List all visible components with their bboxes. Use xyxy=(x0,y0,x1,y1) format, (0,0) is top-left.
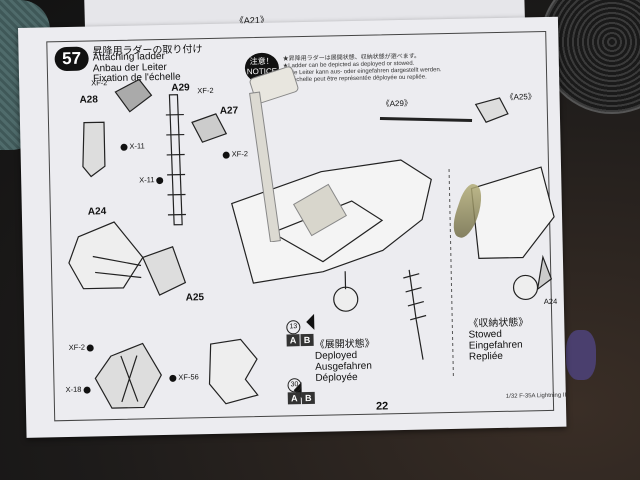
step-number-badge: 57 xyxy=(54,46,89,72)
stowed-labels: 《収納状態》 Stowed Eingefahren Repliée xyxy=(468,317,529,363)
label-a29-ref: 《A29》 xyxy=(381,98,412,109)
label-a28: A28 xyxy=(79,94,98,106)
dashed-divider xyxy=(448,168,454,379)
deployed-ladder xyxy=(408,269,424,360)
page-footer: 1/32 F-35A Lightning II xyxy=(505,392,567,400)
part-a25 xyxy=(142,246,187,296)
page-number: 22 xyxy=(375,400,389,413)
label-a24: A24 xyxy=(87,206,107,218)
label-a25: A25 xyxy=(185,292,205,304)
part-a28-side xyxy=(82,121,106,178)
paint-xf2-d: XF-2 xyxy=(69,342,96,352)
landing-wheel-2 xyxy=(512,274,539,301)
paint-x11-b: X-11 xyxy=(139,175,165,184)
label-a24-small: A24 xyxy=(543,296,558,307)
part-a24 xyxy=(68,221,144,290)
landing-wheel xyxy=(333,286,359,312)
paint-xf2-b: XF-2 xyxy=(197,85,214,96)
paint-x18: X-18 xyxy=(65,385,92,394)
stowed-view xyxy=(470,166,555,260)
plastic-ladder-part xyxy=(249,66,348,242)
part-a25-ref xyxy=(474,97,509,123)
part-a27 xyxy=(191,113,228,143)
part-door xyxy=(208,338,259,405)
deployed-labels: 《展開状態》 Deployed Ausgefahren Déployée xyxy=(314,338,375,384)
label-a29: A29 xyxy=(171,82,190,94)
paint-xf56: XF-56 xyxy=(167,372,199,382)
paint-xf2-a: XF-2 xyxy=(91,78,108,88)
purple-object xyxy=(566,330,596,380)
ladder-rail xyxy=(168,94,183,226)
label-a25-ref: 《A25》 xyxy=(505,92,536,102)
paint-x11-a: X-11 xyxy=(118,141,145,151)
part-a28 xyxy=(114,78,153,113)
